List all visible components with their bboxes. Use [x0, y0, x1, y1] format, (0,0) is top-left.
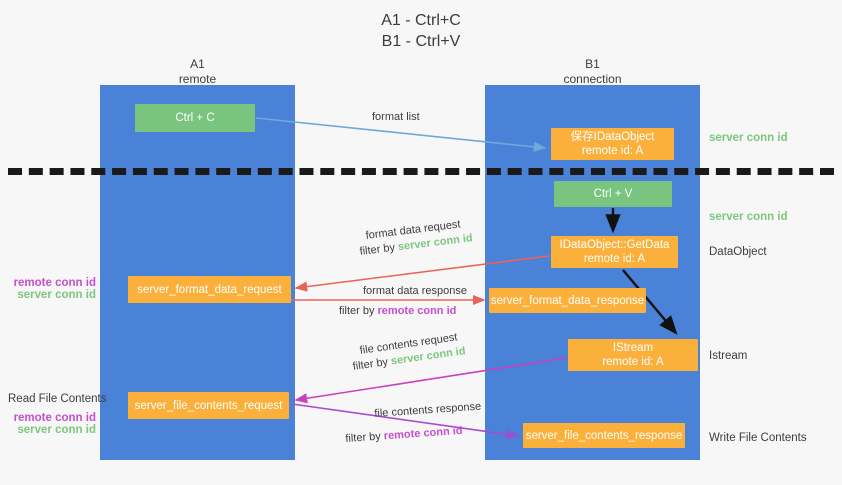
label-server-conn-id-top: server conn id	[709, 132, 788, 144]
box-server-format-data-request-label: server_format_data_request	[137, 283, 282, 296]
lane-header-b1: B1 connection	[485, 57, 700, 87]
edge-label-file-contents-response-filter: filter by remote conn id	[345, 425, 463, 445]
edge-label-format-data-response: format data response	[363, 285, 467, 297]
box-istream[interactable]: IStream remote id: A	[568, 339, 698, 371]
box-getdata-label: IDataObject::GetData	[559, 239, 670, 251]
title-line-1: A1 - Ctrl+C	[381, 12, 461, 29]
box-istream-sublabel: remote id: A	[602, 356, 664, 368]
edge-label-fcresp-filter-key: remote conn id	[383, 424, 463, 443]
box-server-file-contents-request-label: server_file_contents_request	[134, 399, 283, 412]
edge-label-fcresp-filter-prefix: filter by	[345, 430, 385, 445]
label-server-conn-id-left-bottom: server conn id	[17, 424, 96, 436]
label-server-conn-id-second: server conn id	[709, 211, 788, 223]
box-ctrl-v-label: Ctrl + V	[593, 188, 633, 200]
label-server-conn-id-left-top: server conn id	[17, 289, 96, 301]
box-save-idataobject-sublabel: remote id: A	[581, 145, 644, 157]
label-dataobject: DataObject	[709, 246, 767, 258]
edge-label-fdresp-filter-key: remote conn id	[377, 305, 457, 317]
label-istream: Istream	[709, 350, 748, 362]
phase-separator	[8, 168, 834, 175]
box-save-idataobject-label: 保存IDataObject	[570, 131, 655, 143]
lane-a1-subtitle: remote	[178, 72, 217, 86]
edge-label-format-data-response-filter: filter by remote conn id	[339, 305, 456, 317]
page-title: A1 - Ctrl+C B1 - Ctrl+V	[0, 10, 842, 52]
box-server-format-data-request[interactable]: server_format_data_request	[128, 276, 291, 303]
edge-label-format-list: format list	[372, 111, 420, 123]
lane-b1-subtitle: connection	[563, 72, 622, 86]
lane-header-a1: A1 remote	[100, 57, 295, 87]
box-save-idataobject[interactable]: 保存IDataObject remote id: A	[551, 128, 674, 160]
label-remote-conn-id-bottom: remote conn id	[13, 412, 96, 424]
box-server-format-data-response[interactable]: server_format_data_response	[489, 288, 646, 313]
title-line-2: B1 - Ctrl+V	[381, 33, 461, 50]
box-istream-label: IStream	[612, 342, 654, 354]
box-ctrl-c-label: Ctrl + C	[175, 112, 215, 124]
box-getdata[interactable]: IDataObject::GetData remote id: A	[551, 236, 678, 268]
box-server-file-contents-response[interactable]: server_file_contents_response	[523, 423, 685, 448]
label-write-file-contents: Write File Contents	[709, 432, 807, 444]
label-conn-id-group-top: remote conn id server conn id	[8, 277, 96, 301]
edge-label-fdreq-filter-prefix: filter by	[359, 241, 399, 258]
label-remote-conn-id-top: remote conn id	[13, 277, 96, 289]
box-server-file-contents-response-label: server_file_contents_response	[525, 429, 683, 442]
label-conn-id-group-bottom: remote conn id server conn id	[8, 412, 96, 436]
edge-label-fcreq-filter-prefix: filter by	[352, 355, 392, 373]
box-getdata-sublabel: remote id: A	[583, 253, 646, 265]
lane-b1-name: B1	[585, 57, 600, 71]
edge-label-file-contents-response: file contents response	[374, 400, 482, 420]
lane-a1-name: A1	[190, 57, 205, 71]
label-read-file-contents: Read File Contents	[8, 393, 107, 405]
box-ctrl-v[interactable]: Ctrl + V	[554, 181, 672, 207]
box-server-file-contents-request[interactable]: server_file_contents_request	[128, 392, 289, 419]
box-server-format-data-response-label: server_format_data_response	[490, 294, 645, 307]
box-ctrl-c[interactable]: Ctrl + C	[135, 104, 255, 132]
edge-label-fdresp-filter-prefix: filter by	[339, 305, 378, 317]
